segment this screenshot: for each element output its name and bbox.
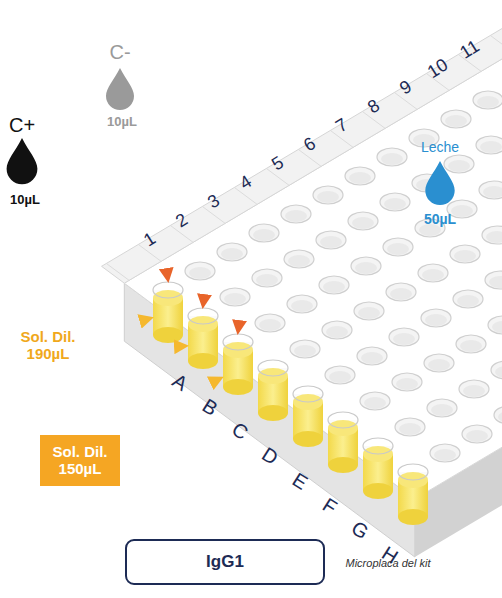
column-number: 7 (333, 115, 352, 137)
ridge-divider (490, 35, 502, 52)
positive-control-drop (7, 138, 38, 184)
column-number: 11 (457, 37, 483, 64)
control-name: C- (109, 41, 130, 63)
column-number: 1 (141, 229, 160, 251)
box-text: IgG1 (206, 552, 244, 572)
negative-control-drop (106, 68, 134, 110)
column-number: 2 (173, 210, 192, 232)
column-number: 10 (424, 55, 451, 82)
row-letter: A (169, 369, 192, 395)
column-number: 4 (237, 172, 256, 194)
row-letter: E (289, 468, 312, 494)
sample-name: Leche (421, 140, 459, 155)
row-letter: D (258, 443, 282, 469)
row-letter: F (319, 493, 341, 518)
well-grid (185, 53, 502, 462)
column-number: 8 (365, 96, 384, 118)
caption-note: Microplaca del kit (346, 557, 431, 569)
dilution-volume: Sol. Dil. 190µL (8, 329, 88, 362)
row-letter: G (348, 517, 373, 544)
column-number: 5 (269, 153, 288, 175)
control-name: C+ (9, 114, 35, 136)
antibody-box: IgG1 (125, 539, 325, 585)
volume: 50µL (424, 212, 456, 227)
column-number: 9 (397, 77, 416, 99)
plate-top (124, 34, 502, 499)
row-letter: C (228, 418, 252, 444)
plate-header-ridge (102, 17, 502, 283)
row-letter: B (199, 394, 222, 420)
column-number: 6 (301, 134, 320, 156)
filled-wells (153, 282, 428, 525)
box-text: Sol. Dil. 150µL (48, 443, 112, 478)
volume: 10µL (107, 115, 137, 129)
milk-drop (425, 161, 454, 205)
volume: 10µL (10, 193, 40, 207)
dilution-box: Sol. Dil. 150µL (40, 435, 120, 486)
column-number: 3 (205, 191, 224, 213)
ridge-divider (106, 263, 129, 280)
